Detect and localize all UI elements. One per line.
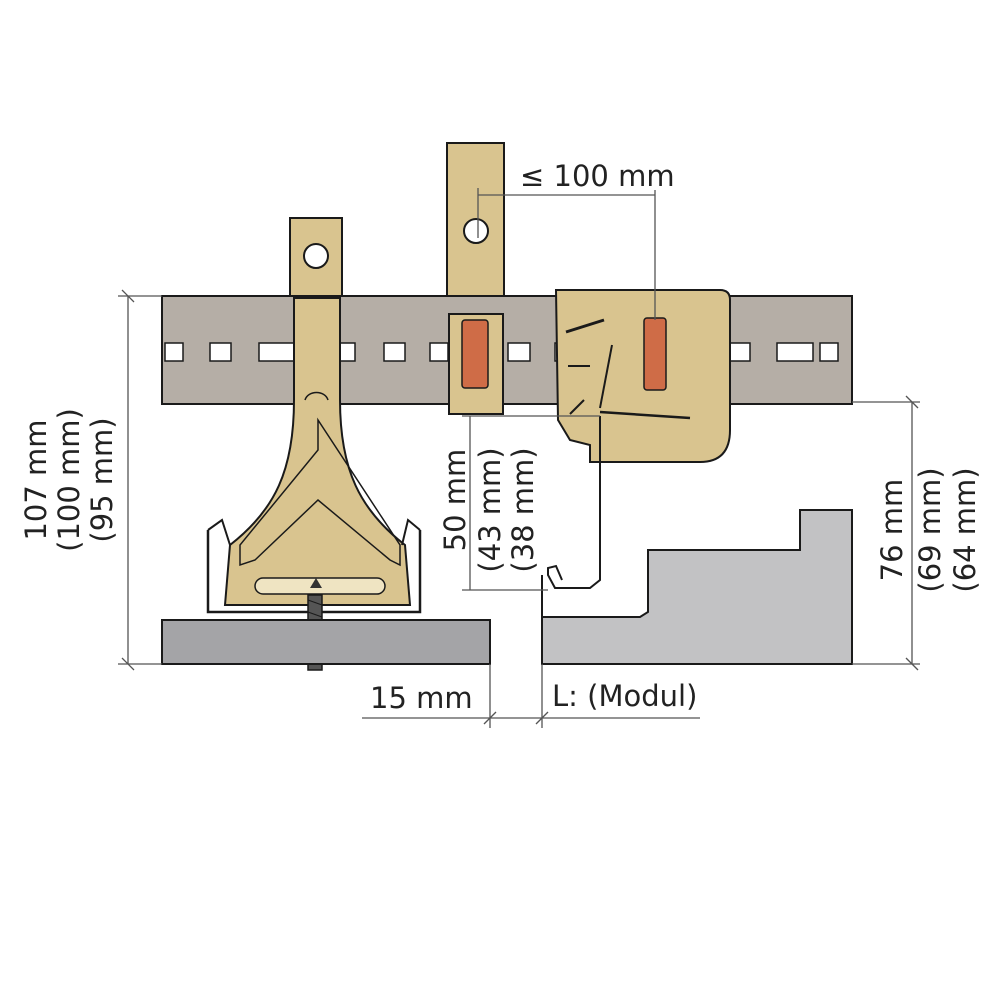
right-hanger <box>446 142 505 301</box>
left-board <box>161 619 491 665</box>
height-alt1-label: (100 mm) <box>52 408 86 552</box>
stepped-profile <box>541 509 853 665</box>
profile-height-main-label: 76 mm <box>875 479 909 582</box>
height-alt2-label: (95 mm) <box>85 417 119 542</box>
clip-height-main-label: 50 mm <box>438 449 472 552</box>
gap-label: 15 mm <box>370 681 473 715</box>
rail-slots <box>164 342 839 362</box>
profile-height-alt1-label: (69 mm) <box>913 467 947 592</box>
right-bracket <box>554 289 731 463</box>
hook-profile <box>547 416 601 589</box>
profile-height-alt2-label: (64 mm) <box>948 467 982 592</box>
length-label: L: (Modul) <box>552 679 697 713</box>
center-clip <box>448 313 504 415</box>
clip-height-alt2-label: (38 mm) <box>506 447 540 572</box>
perforated-rail <box>161 295 853 405</box>
left-hanger <box>289 217 343 299</box>
max-spacing-label: ≤ 100 mm <box>520 159 675 193</box>
clip-height-alt1-label: (43 mm) <box>473 447 507 572</box>
height-main-label: 107 mm <box>19 419 53 540</box>
dimension-lines <box>118 188 920 728</box>
